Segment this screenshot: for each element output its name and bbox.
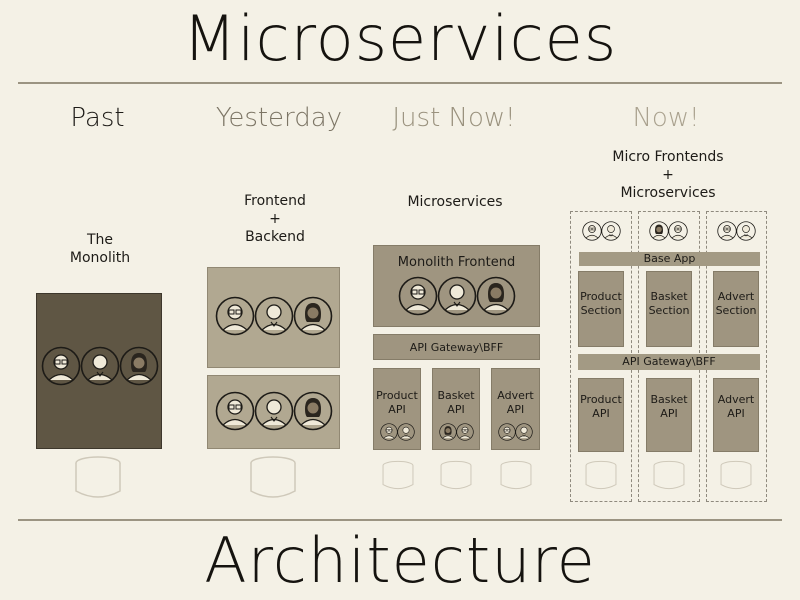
person-icon	[293, 296, 333, 336]
basket-team-faces	[649, 221, 688, 241]
monolith-frontend-label: Monolith Frontend	[397, 255, 516, 270]
person-icon	[80, 346, 120, 386]
advert-team-faces	[498, 423, 533, 441]
monolith-frontend-box: Monolith Frontend	[373, 245, 540, 327]
advert-team-faces	[717, 221, 756, 241]
person-icon	[456, 423, 474, 441]
person-icon	[649, 221, 669, 241]
product-section-box: Product Section	[578, 271, 624, 347]
fb-label-line3: Backend	[245, 229, 305, 245]
product-section-line1: Product	[580, 290, 622, 303]
person-icon	[215, 296, 255, 336]
backend-box	[207, 375, 340, 449]
database-icon	[720, 460, 752, 490]
frontend-box	[207, 267, 340, 368]
database-icon	[250, 456, 296, 498]
advert-api-line1: Advert	[497, 389, 534, 402]
backend-team-faces	[215, 391, 333, 431]
micro-frontends-label: Micro Frontends + Microservices	[588, 148, 748, 202]
base-app-bar: Base App	[579, 252, 760, 266]
database-icon	[653, 460, 685, 490]
person-icon	[119, 346, 159, 386]
basket-api-box: Basket API	[432, 368, 480, 450]
person-icon	[293, 391, 333, 431]
now-advert-api-box: Advert API	[713, 378, 759, 452]
monolith-label-line2: Monolith	[69, 250, 131, 266]
advert-api-box: Advert API	[491, 368, 540, 450]
person-icon	[498, 423, 516, 441]
heading-now: Now!	[632, 103, 700, 133]
monolith-label-line1: The	[86, 232, 114, 248]
fb-label-line1: Frontend	[244, 193, 306, 209]
person-icon	[398, 276, 438, 316]
person-icon	[254, 391, 294, 431]
database-icon	[500, 460, 532, 490]
now-basket-api-line1: Basket	[650, 393, 688, 406]
now-advert-api-line1: Advert	[717, 393, 755, 406]
person-icon	[668, 221, 688, 241]
team-faces	[41, 346, 159, 386]
mf-label-line3: Microservices	[620, 185, 716, 201]
person-icon	[476, 276, 516, 316]
heading-past: Past	[70, 103, 125, 133]
person-icon	[397, 423, 415, 441]
fb-label-line2: +	[269, 211, 281, 227]
product-api-box: Product API	[373, 368, 421, 450]
mf-label-line2: +	[662, 167, 674, 183]
mf-label-line1: Micro Frontends	[612, 149, 724, 165]
frontend-team-faces	[215, 296, 333, 336]
person-icon	[439, 423, 457, 441]
product-api-line2: API	[388, 403, 406, 416]
now-api-gateway-bar: API Gateway\BFF	[578, 354, 760, 370]
basket-section-line2: Section	[648, 304, 690, 317]
person-icon	[437, 276, 477, 316]
person-icon	[601, 221, 621, 241]
person-icon	[254, 296, 294, 336]
product-section-line2: Section	[580, 304, 622, 317]
frontend-backend-label: Frontend + Backend	[220, 192, 330, 246]
person-icon	[515, 423, 533, 441]
basket-api-line2: API	[447, 403, 465, 416]
now-basket-api-line2: API	[660, 407, 678, 420]
advert-section-line2: Section	[715, 304, 757, 317]
microservices-label: Microservices	[407, 194, 503, 210]
api-gateway-bar: API Gateway\BFF	[373, 334, 540, 360]
monolith-box	[36, 293, 162, 449]
product-team-faces	[380, 423, 415, 441]
bottom-divider	[18, 519, 782, 521]
database-icon	[382, 460, 414, 490]
top-divider	[18, 82, 782, 84]
subtitle: Architecture	[204, 524, 596, 597]
database-icon	[75, 456, 121, 498]
basket-team-faces	[439, 423, 474, 441]
person-icon	[41, 346, 81, 386]
basket-section-box: Basket Section	[646, 271, 692, 347]
person-icon	[582, 221, 602, 241]
monolith-label: The Monolith	[50, 231, 150, 267]
person-icon	[717, 221, 737, 241]
advert-section-box: Advert Section	[713, 271, 759, 347]
heading-yesterday: Yesterday	[215, 103, 343, 133]
now-product-api-line2: API	[592, 407, 610, 420]
now-advert-api-line2: API	[727, 407, 745, 420]
basket-api-line1: Basket	[437, 389, 475, 402]
database-icon	[585, 460, 617, 490]
frontend-team-faces	[398, 276, 516, 316]
heading-just-now: Just Now!	[392, 103, 516, 133]
advert-api-line2: API	[506, 403, 525, 416]
advert-section-line1: Advert	[717, 290, 755, 303]
basket-section-line1: Basket	[650, 290, 688, 303]
product-team-faces	[582, 221, 621, 241]
person-icon	[215, 391, 255, 431]
now-basket-api-box: Basket API	[646, 378, 692, 452]
main-title: Microservices	[182, 2, 618, 75]
now-product-api-line1: Product	[580, 393, 622, 406]
database-icon	[440, 460, 472, 490]
person-icon	[380, 423, 398, 441]
now-product-api-box: Product API	[578, 378, 624, 452]
product-api-line1: Product	[376, 389, 418, 402]
person-icon	[736, 221, 756, 241]
